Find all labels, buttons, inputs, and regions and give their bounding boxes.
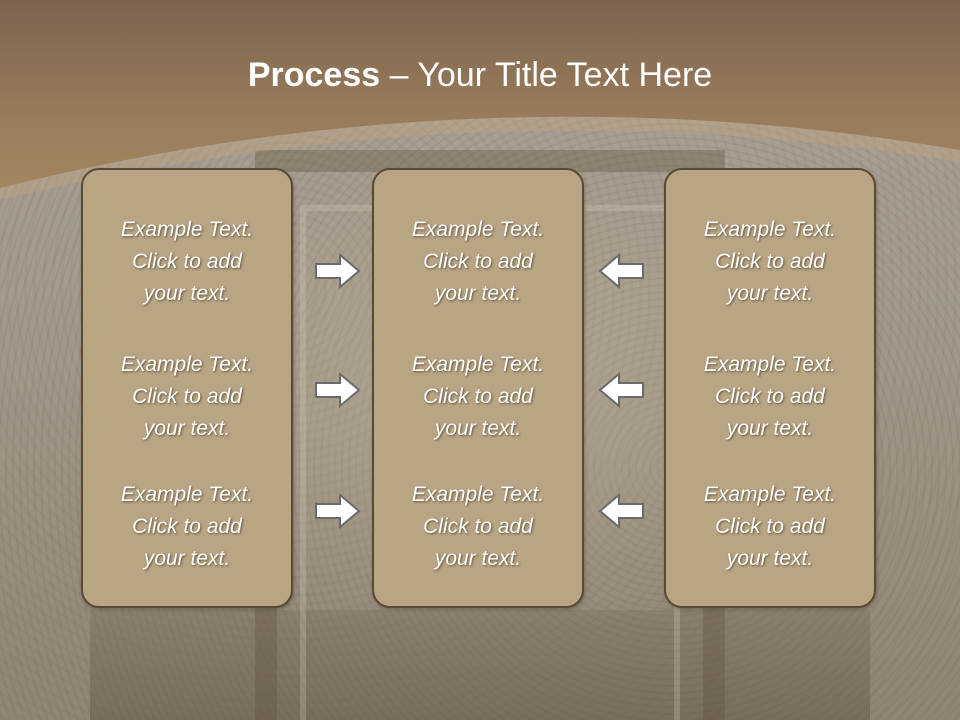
box-text[interactable]: Example Text. Click to add your text. [120, 353, 254, 440]
box-text[interactable]: Example Text. Click to add your text. [120, 483, 254, 570]
process-box-right[interactable]: Example Text. Click to add your text. Ex… [664, 168, 876, 608]
box-text[interactable]: Example Text. Click to add your text. [411, 353, 545, 440]
arrow-left-icon[interactable] [597, 492, 645, 530]
slide-title[interactable]: Process – Your Title Text Here [0, 52, 960, 98]
arrow-right-icon[interactable] [314, 371, 362, 409]
background-frame-base [90, 610, 870, 720]
arrow-right-icon[interactable] [314, 252, 362, 290]
process-box-left[interactable]: Example Text. Click to add your text. Ex… [81, 168, 293, 608]
arrow-right-icon[interactable] [314, 492, 362, 530]
process-box-center[interactable]: Example Text. Click to add your text. Ex… [372, 168, 584, 608]
box-text[interactable]: Example Text. Click to add your text. [703, 353, 837, 440]
box-text[interactable]: Example Text. Click to add your text. [411, 483, 545, 570]
box-text[interactable]: Example Text. Click to add your text. [703, 218, 837, 305]
box-text[interactable]: Example Text. Click to add your text. [411, 218, 545, 305]
title-rest-text: – Your Title Text Here [380, 56, 713, 94]
box-text[interactable]: Example Text. Click to add your text. [703, 483, 837, 570]
box-text[interactable]: Example Text. Click to add your text. [120, 218, 254, 305]
arrow-left-icon[interactable] [597, 252, 645, 290]
title-bold-text: Process [247, 56, 381, 94]
arrow-left-icon[interactable] [597, 371, 645, 409]
